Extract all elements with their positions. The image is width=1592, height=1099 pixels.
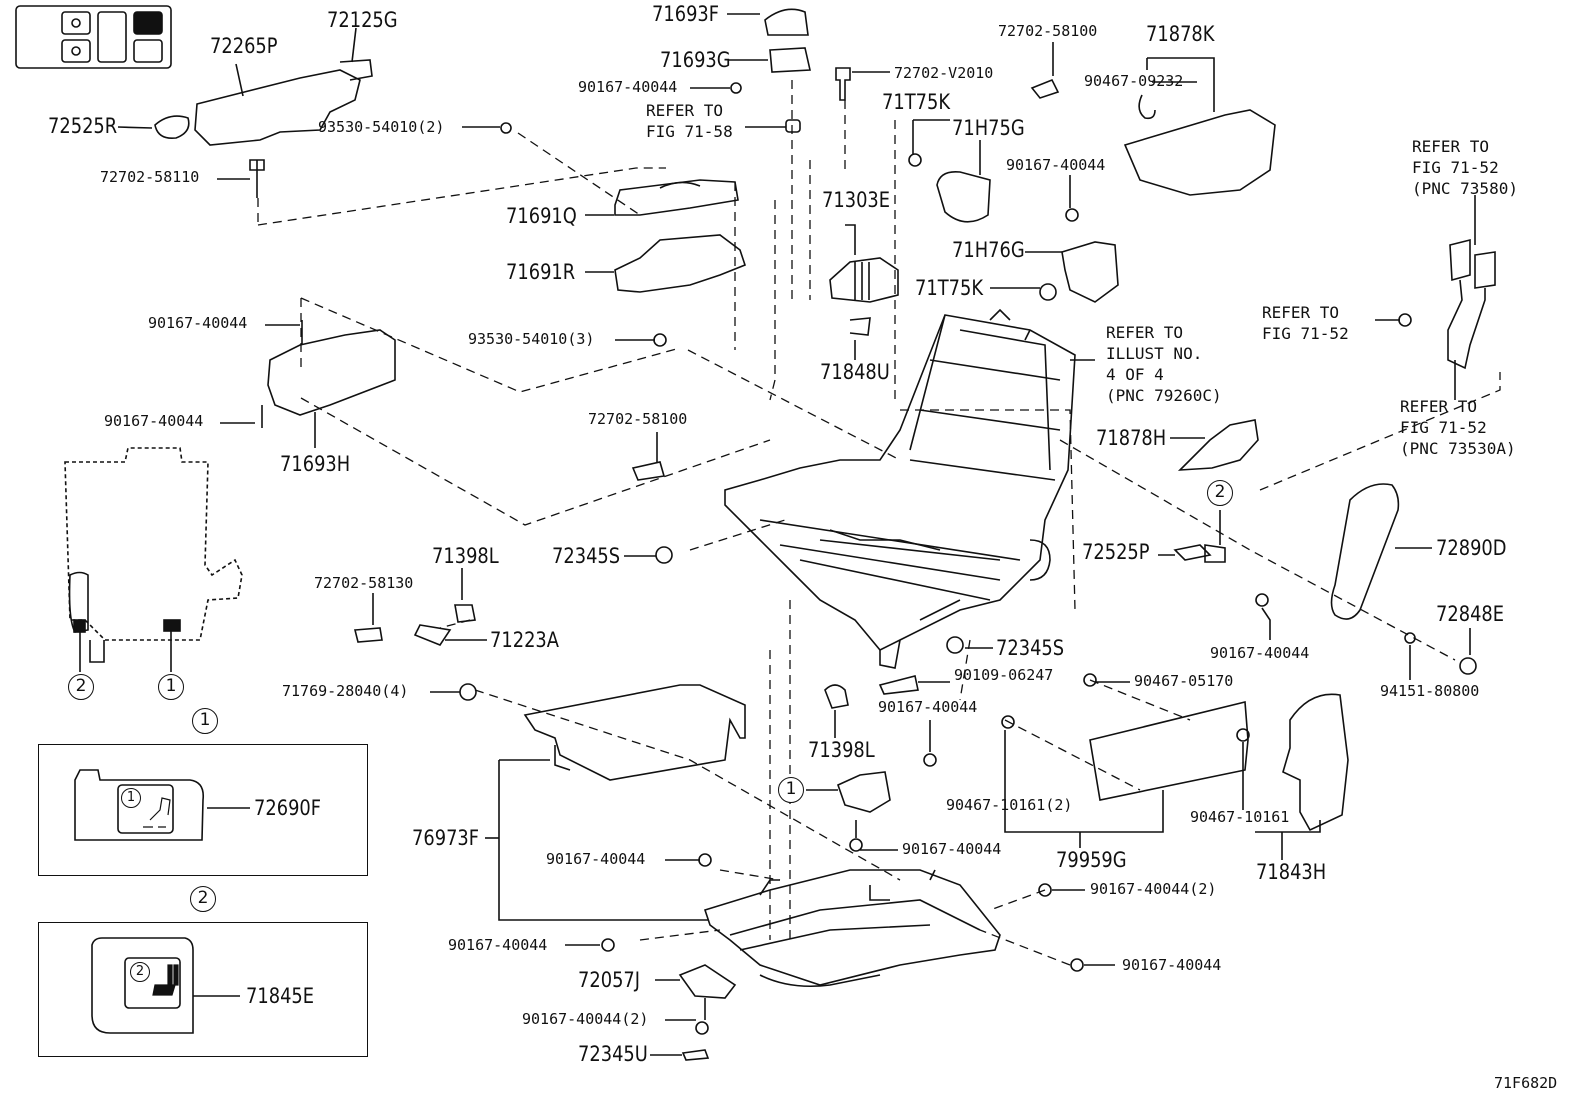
label-90467-10161-2: 90467-10161(2) bbox=[946, 796, 1073, 814]
label-71769-28040-4: 71769-28040(4) bbox=[282, 682, 409, 700]
label-71H76G: 71H76G bbox=[952, 238, 1025, 262]
label-72125G: 72125G bbox=[327, 8, 398, 32]
label-71H75G: 71H75G bbox=[952, 116, 1025, 140]
label-90167-40044-g: 90167-40044 bbox=[902, 840, 1002, 858]
note-refer-fig-71-52-top: REFER TO FIG 71-52 (PNC 73580) bbox=[1412, 137, 1518, 198]
label-71T75K-top: 71T75K bbox=[882, 90, 951, 114]
label-90167-40044-c: 90167-40044 bbox=[148, 314, 248, 332]
board-79959G bbox=[1089, 700, 1249, 801]
label-72265P: 72265P bbox=[210, 34, 278, 58]
mechanism-71303E bbox=[829, 257, 899, 303]
bracket-71693H bbox=[267, 329, 396, 416]
label-72848E: 72848E bbox=[1436, 602, 1505, 626]
callout-2-inset: 2 bbox=[130, 962, 150, 982]
lower-tray-assembly bbox=[703, 869, 1001, 988]
label-90167-40044-h: 90167-40044 bbox=[546, 850, 646, 868]
label-71398L-bottom: 71398L bbox=[808, 738, 875, 762]
callout-1-seat: 1 bbox=[158, 674, 184, 700]
label-72890D: 72890D bbox=[1436, 536, 1507, 560]
label-90167-40044-2: 90167-40044(2) bbox=[1090, 880, 1217, 898]
label-71843H: 71843H bbox=[1256, 860, 1327, 884]
callout-1-header: 1 bbox=[192, 708, 218, 734]
inset-box-switch-1 bbox=[38, 744, 368, 876]
label-90467-10161: 90467-10161 bbox=[1190, 808, 1290, 826]
cover-71878K bbox=[1123, 109, 1276, 196]
label-71878H: 71878H bbox=[1096, 426, 1167, 450]
key-legend-icon bbox=[15, 5, 172, 69]
label-71T75K-mid: 71T75K bbox=[915, 276, 984, 300]
label-72690F: 72690F bbox=[254, 796, 322, 820]
headrest-71843H bbox=[1282, 693, 1349, 832]
label-71693F: 71693F bbox=[652, 2, 720, 26]
seatbelt-anchor bbox=[1447, 195, 1496, 400]
label-71845E: 71845E bbox=[246, 984, 315, 1008]
label-71691Q: 71691Q bbox=[506, 204, 577, 228]
label-72702-58130: 72702-58130 bbox=[314, 574, 414, 592]
seat-side-view bbox=[64, 447, 243, 672]
label-90167-40044-e: 90167-40044 bbox=[1210, 644, 1310, 662]
label-71691R: 71691R bbox=[506, 260, 576, 284]
callout-2-seat: 2 bbox=[68, 674, 94, 700]
label-90167-40044-b: 90167-40044 bbox=[1006, 156, 1106, 174]
label-90167-40044-i: 90167-40044 bbox=[448, 936, 548, 954]
label-90467-09232: 90467-09232 bbox=[1084, 72, 1184, 90]
label-90167-40044-a: 90167-40044 bbox=[578, 78, 678, 96]
label-72345U: 72345U bbox=[578, 1042, 648, 1066]
label-72702-V2010: 72702-V2010 bbox=[894, 64, 994, 82]
label-93530-54010-3: 93530-54010(3) bbox=[468, 330, 595, 348]
armrest-72890D bbox=[1330, 483, 1400, 620]
label-71878K: 71878K bbox=[1146, 22, 1215, 46]
cover-panel-76973F bbox=[523, 684, 746, 781]
inset-box-switch-2 bbox=[38, 922, 368, 1057]
label-71848U: 71848U bbox=[820, 360, 890, 384]
label-72525R: 72525R bbox=[48, 114, 118, 138]
label-90167-40044-2b: 90167-40044(2) bbox=[522, 1010, 649, 1028]
note-refer-fig-71-52-mid: REFER TO FIG 71-52 bbox=[1262, 303, 1349, 343]
label-diagram-id: 71F682D bbox=[1494, 1074, 1558, 1092]
label-71398L-top: 71398L bbox=[432, 544, 499, 568]
callout-1-bracket: 1 bbox=[778, 777, 804, 803]
bracket-71691R bbox=[614, 234, 746, 293]
label-71693G: 71693G bbox=[660, 48, 731, 72]
label-72345S-right: 72345S bbox=[996, 636, 1065, 660]
seat-frame-assembly bbox=[724, 308, 1076, 669]
label-90167-40044-f: 90167-40044 bbox=[878, 698, 978, 716]
label-72345S-left: 72345S bbox=[552, 544, 621, 568]
label-76973F: 76973F bbox=[412, 826, 480, 850]
seat-adjust-glyph bbox=[143, 797, 179, 996]
note-refer-illust: REFER TO ILLUST NO. 4 OF 4 (PNC 79260C) bbox=[1106, 323, 1222, 405]
label-72057J: 72057J bbox=[578, 968, 641, 992]
label-79959G: 79959G bbox=[1056, 848, 1127, 872]
callout-1-inset: 1 bbox=[121, 788, 141, 808]
label-94151-80800: 94151-80800 bbox=[1380, 682, 1480, 700]
label-90167-40044-d: 90167-40044 bbox=[104, 412, 204, 430]
label-71303E: 71303E bbox=[822, 188, 891, 212]
callout-2-72525P: 2 bbox=[1207, 480, 1233, 506]
note-refer-fig-71-52-bottom: REFER TO FIG 71-52 (PNC 73530A) bbox=[1400, 397, 1516, 458]
switch-71845E-icon bbox=[91, 937, 240, 1034]
callout-2-header: 2 bbox=[190, 886, 216, 912]
label-72702-58100-top: 72702-58100 bbox=[998, 22, 1098, 40]
switch-bracket bbox=[837, 771, 891, 813]
label-93530-54010-2: 93530-54010(2) bbox=[318, 118, 445, 136]
label-72525P: 72525P bbox=[1082, 540, 1150, 564]
label-72702-58110: 72702-58110 bbox=[100, 168, 200, 186]
label-90467-05170: 90467-05170 bbox=[1134, 672, 1234, 690]
label-90109-06247: 90109-06247 bbox=[954, 666, 1054, 684]
label-72702-58100-mid: 72702-58100 bbox=[588, 410, 688, 428]
label-90167-40044-j: 90167-40044 bbox=[1122, 956, 1222, 974]
bracket-71691Q bbox=[614, 179, 739, 216]
label-71223A: 71223A bbox=[490, 628, 559, 652]
armrest-part-icon bbox=[154, 59, 373, 146]
switch-72690F-icon bbox=[74, 769, 250, 841]
note-refer-fig-71-58: REFER TO FIG 71-58 bbox=[646, 101, 733, 141]
label-71693H: 71693H bbox=[280, 452, 351, 476]
